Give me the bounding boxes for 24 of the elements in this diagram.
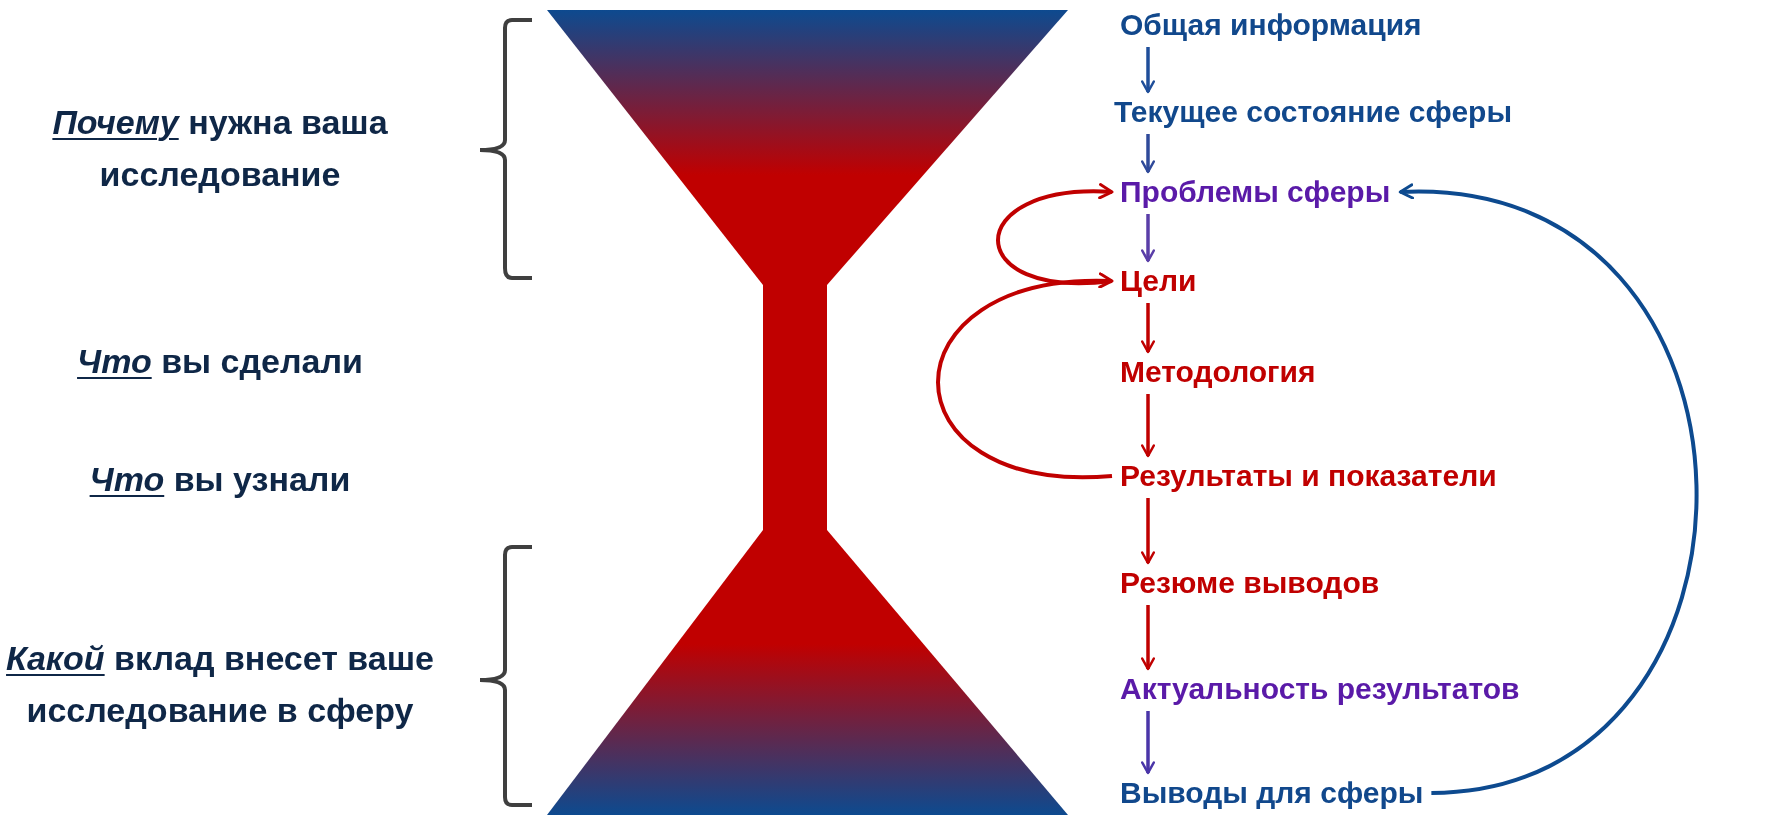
question-text: Что вы узнали (88, 459, 352, 500)
question-text: Что вы сделали (76, 341, 364, 382)
step-text: Методология (1120, 354, 1316, 390)
question-text: Почему нужна ваша исследование (51, 102, 389, 195)
arrow (1140, 303, 1156, 354)
step-text: Резюме выводов (1120, 565, 1380, 601)
arrow (1140, 711, 1156, 775)
curved-arrow (1398, 184, 1699, 795)
step-text: Проблемы сферы (1120, 174, 1391, 210)
step-text: Общая информация (1120, 7, 1422, 43)
step-text: Актуальность результатов (1120, 671, 1520, 707)
curved-arrow (936, 273, 1114, 479)
arrow (1140, 605, 1156, 671)
arrow (1140, 47, 1156, 94)
step-text: Текущее состояние сферы (1114, 94, 1512, 130)
curved-arrow (996, 183, 1114, 286)
arrow (1140, 498, 1156, 565)
arrow (1140, 394, 1156, 458)
step-text: Выводы для сферы (1120, 775, 1424, 811)
step-text: Результаты и показатели (1120, 458, 1497, 494)
arrow (1140, 134, 1156, 174)
arrow (1140, 214, 1156, 263)
step-text: Цели (1120, 263, 1197, 299)
question-text: Какой вклад внесет ваше исследование в сферу (5, 638, 435, 731)
